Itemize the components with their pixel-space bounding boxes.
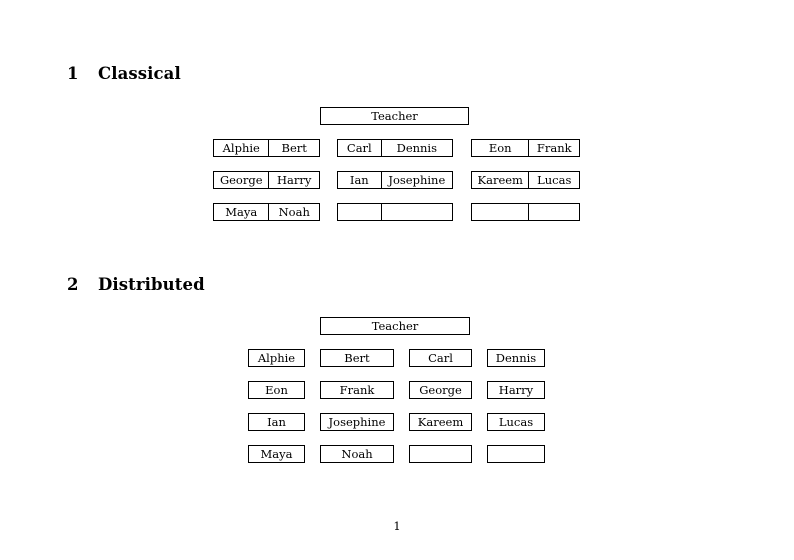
student-group-row [337,203,453,221]
student-group-row: George Harry [213,171,320,189]
student-cell: Eon [488,141,512,155]
student-box: Carl [409,349,472,367]
student-cell: Harry [268,172,319,188]
student-cell: Noah [268,204,319,220]
student-group-row: Eon Frank [471,139,580,157]
student-cell: Ian [349,173,369,187]
student-cell: Kareem [477,173,523,187]
student-box: Alphie [248,349,305,367]
student-box: Dennis [487,349,545,367]
student-cell: Alphie [222,141,260,155]
page-number: 1 [393,519,401,533]
student-cell [528,204,579,220]
student-cell: George [219,173,263,187]
student-cell: Frank [528,140,579,156]
student-cell: Maya [225,205,258,219]
student-cell [380,204,452,220]
section-number: 1 [67,64,79,83]
student-cell [472,204,528,220]
student-box: Frank [320,381,394,399]
student-box: Josephine [320,413,394,431]
student-cell: Josephine [380,172,452,188]
teacher-box-classical: Teacher [320,107,469,125]
section-heading-classical: 1 Classical [67,64,181,83]
student-box: Eon [248,381,305,399]
student-group-row [471,203,580,221]
student-group-row: Alphie Bert [213,139,320,157]
student-box: Ian [248,413,305,431]
student-group-row: Maya Noah [213,203,320,221]
student-box: Maya [248,445,305,463]
student-group-row: Carl Dennis [337,139,453,157]
student-cell [338,204,381,220]
student-cell: Bert [268,140,319,156]
student-cell: Lucas [528,172,579,188]
student-cell: Dennis [380,140,452,156]
student-box [487,445,545,463]
section-title: Distributed [98,275,205,294]
student-box: Noah [320,445,394,463]
student-box [409,445,472,463]
student-box: George [409,381,472,399]
student-group-row: Ian Josephine [337,171,453,189]
section-number: 2 [67,275,79,294]
student-box: Kareem [409,413,472,431]
student-group-row: Kareem Lucas [471,171,580,189]
student-cell: Carl [346,141,372,155]
student-box: Bert [320,349,394,367]
section-title: Classical [98,64,181,83]
student-box: Lucas [487,413,545,431]
student-box: Harry [487,381,545,399]
teacher-box-distributed: Teacher [320,317,470,335]
section-heading-distributed: 2 Distributed [67,275,205,294]
